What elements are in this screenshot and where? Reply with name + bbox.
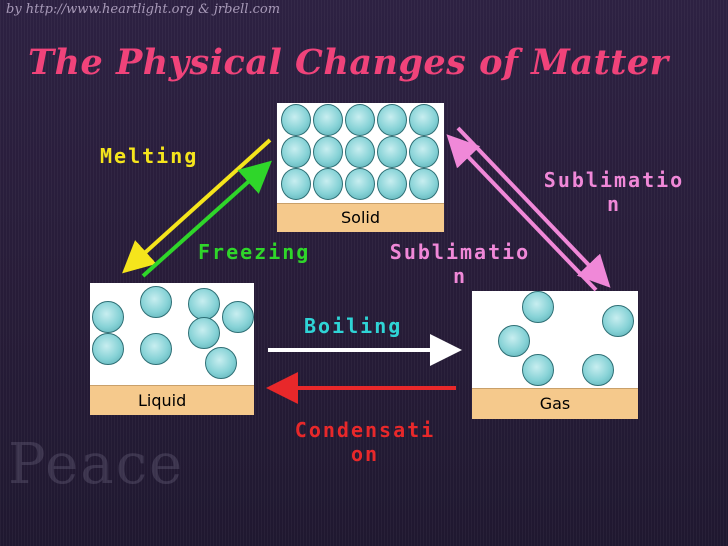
molecule [409,136,439,168]
sublimation-arrow-up [446,134,598,292]
molecule [498,325,530,357]
molecule [140,333,172,365]
watermark-text: Peace [8,432,185,497]
molecule [281,104,311,136]
molecule [409,168,439,200]
molecule [522,291,554,323]
page-title: The Physical Changes of Matter [28,42,669,83]
molecule [188,317,220,349]
molecule [345,168,375,200]
molecule [377,136,407,168]
molecule [92,301,124,333]
freezing-arrow [141,160,272,278]
molecule [313,168,343,200]
molecule [602,305,634,337]
molecule [522,354,554,386]
molecule [345,136,375,168]
freezing-label: Freezing [198,240,311,264]
molecule [377,104,407,136]
molecule [582,354,614,386]
condensation-label: Condensati on [294,418,436,466]
solid-label: Solid [277,203,444,232]
sublimation-label-center: Sublimatio n [389,240,531,288]
liquid-label: Liquid [90,385,254,415]
molecule [281,136,311,168]
melting-label: Melting [100,144,199,168]
molecule [205,347,237,379]
molecule [345,104,375,136]
credit-text: by http://www.heartlight.org & jrbell.co… [6,2,281,17]
molecule [140,286,172,318]
liquid-box: Liquid [90,283,254,415]
molecule [222,301,254,333]
sublimation-label-right: Sublimatio n [543,168,685,216]
molecule [409,104,439,136]
molecule [313,104,343,136]
molecule [281,168,311,200]
molecule [92,333,124,365]
gas-label: Gas [472,388,638,419]
solid-box: Solid [277,103,444,232]
sublimation-arrow-down [456,126,611,288]
molecule [313,136,343,168]
gas-box: Gas [472,291,638,419]
molecule [377,168,407,200]
boiling-label: Boiling [304,314,403,338]
